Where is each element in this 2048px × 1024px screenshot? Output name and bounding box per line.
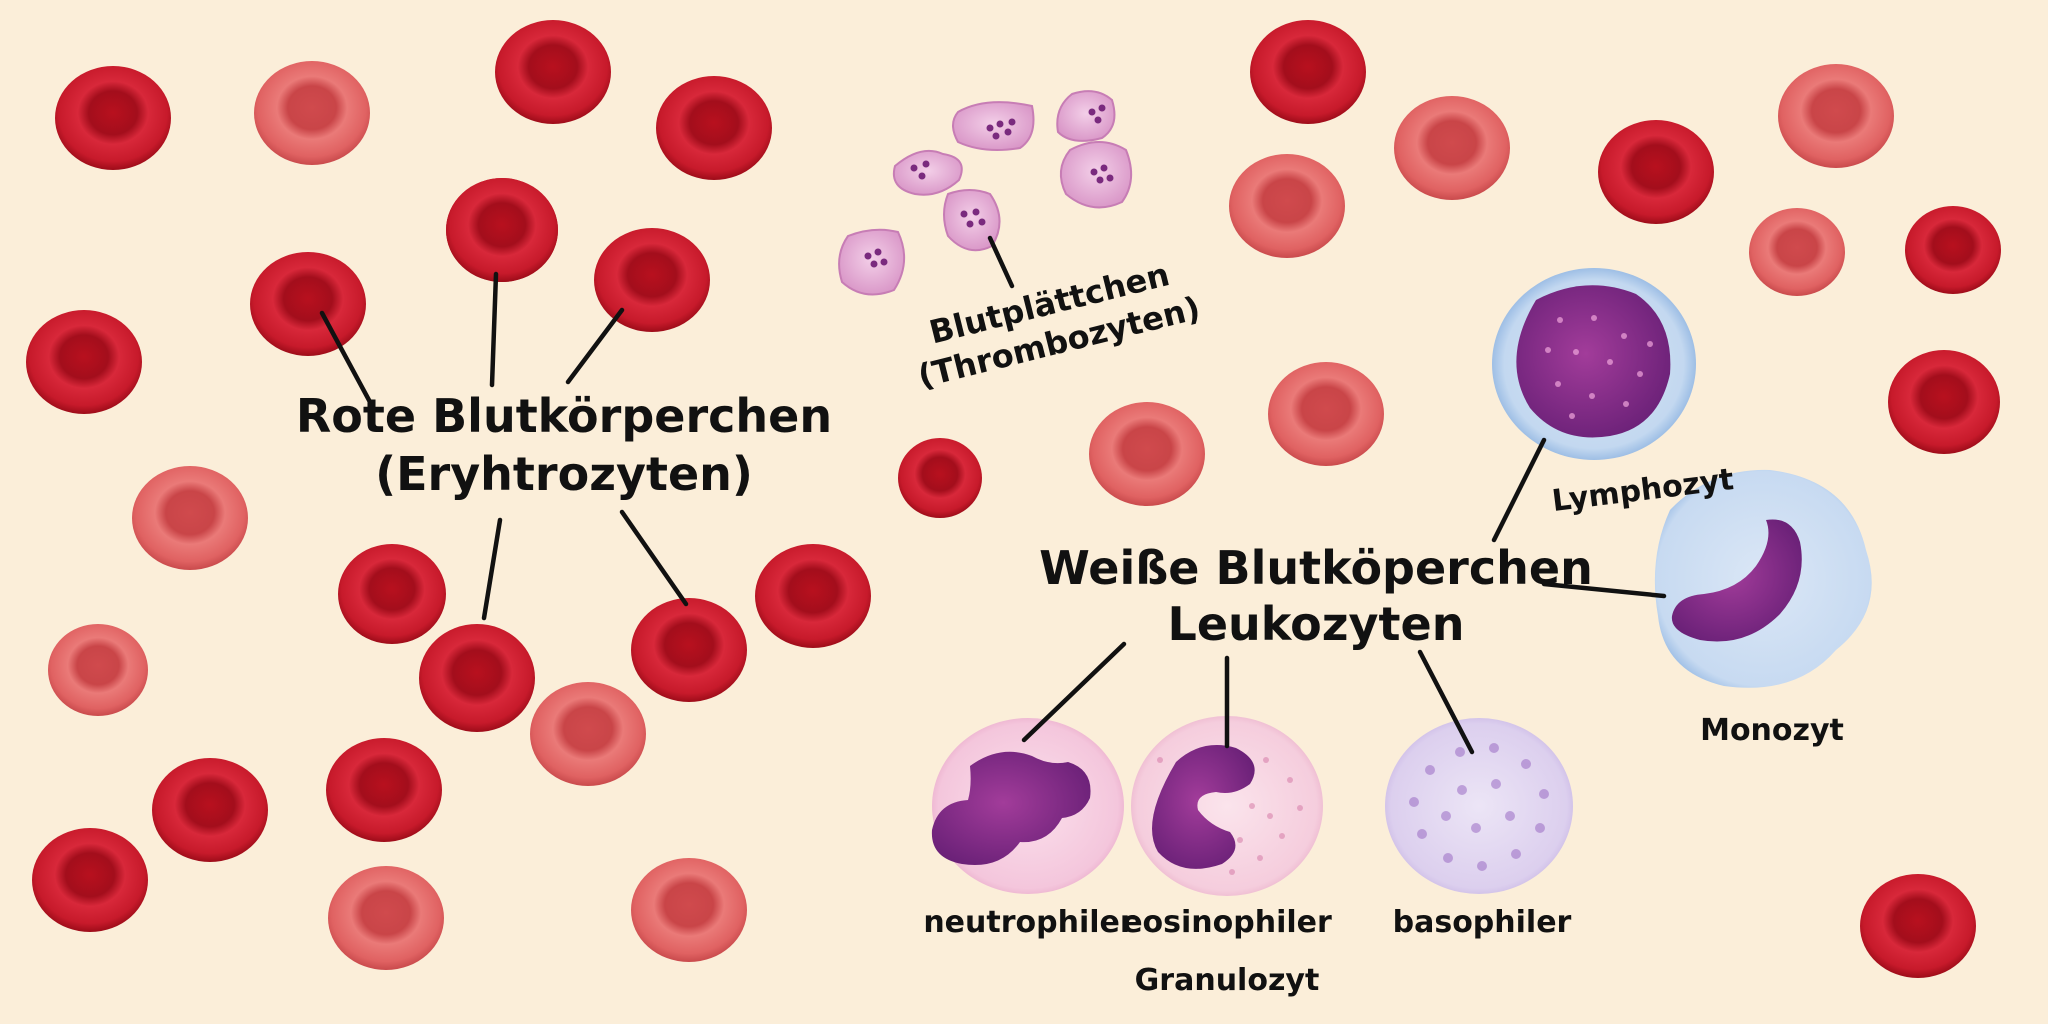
red-blood-cell xyxy=(1598,120,1714,224)
red-blood-cell xyxy=(254,61,370,165)
platelet xyxy=(838,228,905,296)
platelet xyxy=(1059,141,1133,209)
red-blood-cell xyxy=(338,544,446,644)
leader-line xyxy=(1541,581,1667,599)
leader-line xyxy=(1021,641,1127,743)
wbc-label-line2: Leukozyten xyxy=(1168,597,1465,651)
red-blood-cell xyxy=(594,228,710,332)
monocyte xyxy=(1654,469,1872,688)
granulocyte-label: Granulozyt xyxy=(1135,963,1320,998)
red-blood-cell xyxy=(1394,96,1510,200)
red-blood-cell xyxy=(1749,208,1845,296)
neutrophil-label: neutrophiler xyxy=(923,905,1135,940)
red-blood-cell xyxy=(250,252,366,356)
eosinophil-label: eosinophiler xyxy=(1122,905,1332,940)
red-blood-cells xyxy=(26,20,2001,978)
lymphocyte xyxy=(1492,268,1696,460)
leader-line xyxy=(619,509,689,607)
red-blood-cell xyxy=(26,310,142,414)
red-blood-cell xyxy=(755,544,871,648)
eosinophil xyxy=(1131,716,1323,896)
basophil xyxy=(1385,718,1573,894)
leader-line xyxy=(489,271,499,388)
red-blood-cell xyxy=(1229,154,1345,258)
red-blood-cell xyxy=(55,66,171,170)
red-blood-cell xyxy=(631,858,747,962)
red-blood-cell xyxy=(1089,402,1205,506)
platelet xyxy=(952,101,1035,151)
red-blood-cell xyxy=(530,682,646,786)
rbc-label-line2: (Eryhtrozyten) xyxy=(375,447,753,501)
neutrophil xyxy=(931,718,1124,894)
red-blood-cell xyxy=(419,624,535,732)
red-blood-cell xyxy=(656,76,772,180)
leader-line xyxy=(1417,649,1475,755)
red-blood-cell xyxy=(1905,206,2001,294)
leader-lines xyxy=(319,235,1667,755)
leader-line xyxy=(481,517,503,621)
red-blood-cell xyxy=(32,828,148,932)
leader-line xyxy=(987,235,1015,289)
red-blood-cell xyxy=(328,866,444,970)
platelets xyxy=(838,90,1133,296)
wbc-label-line1: Weiße Blutköperchen xyxy=(1039,541,1593,595)
monocyte-label: Monozyt xyxy=(1700,713,1844,748)
red-blood-cell xyxy=(446,178,558,282)
red-blood-cell xyxy=(898,438,982,518)
red-blood-cell xyxy=(1860,874,1976,978)
platelet-label-group: Blutplättchen (Thrombozyten) xyxy=(914,255,1204,395)
red-blood-cell xyxy=(48,624,148,716)
leader-line xyxy=(565,307,625,385)
leader-line xyxy=(1491,437,1547,543)
red-blood-cell xyxy=(132,466,248,570)
red-blood-cell xyxy=(1268,362,1384,466)
platelet xyxy=(1056,90,1116,142)
leader-line xyxy=(319,310,373,405)
red-blood-cell xyxy=(495,20,611,124)
red-blood-cell xyxy=(631,598,747,702)
red-blood-cell xyxy=(152,758,268,862)
red-blood-cell xyxy=(1250,20,1366,124)
red-blood-cell xyxy=(326,738,442,842)
red-blood-cell xyxy=(1778,64,1894,168)
platelet xyxy=(893,150,963,196)
rbc-label-line1: Rote Blutkörperchen xyxy=(296,389,832,443)
basophil-label: basophiler xyxy=(1393,905,1572,940)
red-blood-cell xyxy=(1888,350,2000,454)
